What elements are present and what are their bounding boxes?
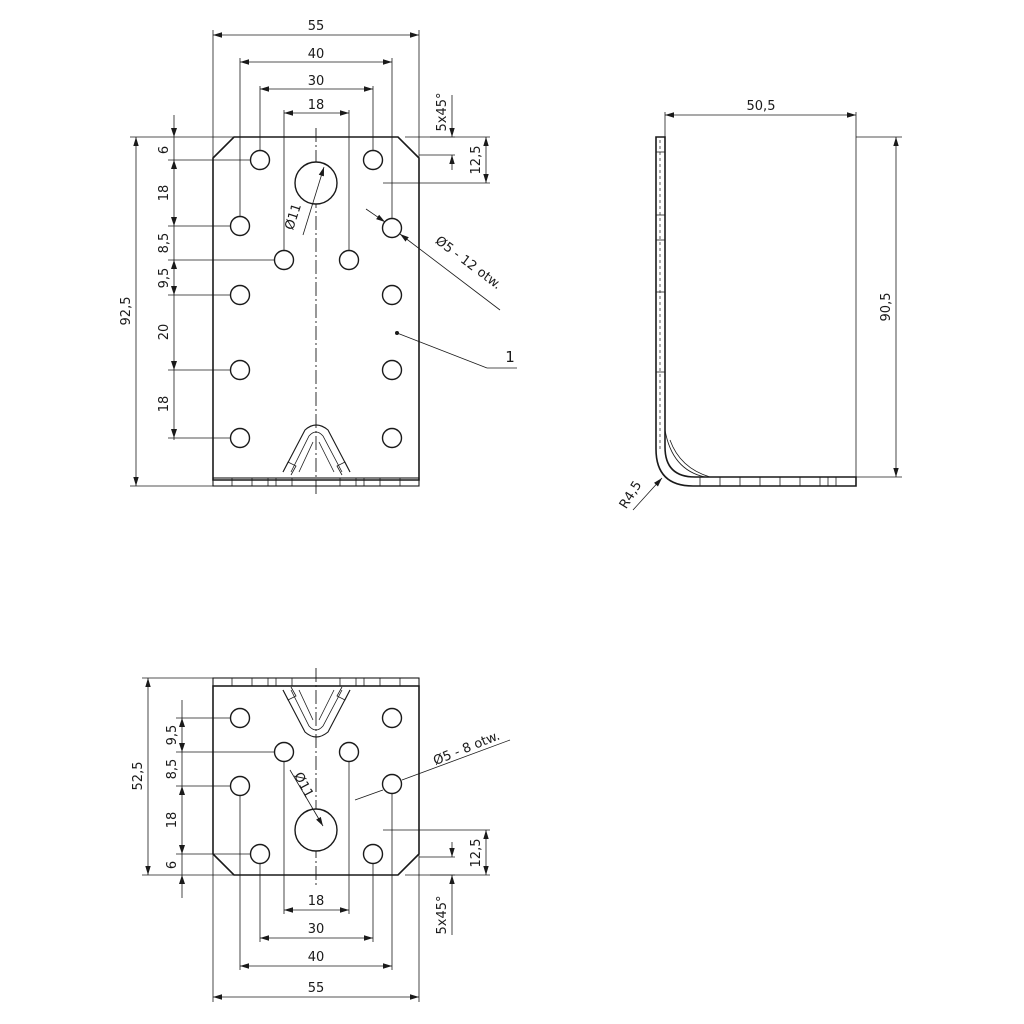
front-dim-holes: Ø5 - 12 otw. — [432, 234, 504, 293]
side-dim-r4-5: R4,5 — [617, 479, 645, 512]
hole — [294, 161, 338, 205]
bottom-dim-w30: 30 — [308, 922, 325, 937]
hole — [249, 843, 271, 865]
hole — [381, 427, 403, 449]
front-flange-ticks — [231, 478, 401, 486]
hole — [381, 217, 403, 239]
front-view: 55 40 30 18 5x45° 12,5 — [119, 19, 517, 494]
front-dim-12-5: 12,5 — [469, 146, 484, 175]
hole — [229, 775, 251, 797]
bottom-gusset-rib — [282, 686, 351, 738]
hole — [338, 249, 360, 271]
bottom-view: 52,5 9,5 8,5 18 6 12,5 5x4 — [131, 668, 511, 1002]
hole — [381, 359, 403, 381]
bottom-dim-8-5: 8,5 — [165, 759, 180, 780]
front-ref-1: 1 — [505, 348, 515, 366]
bottom-flange-ticks — [231, 678, 401, 686]
front-dim-8-5: 8,5 — [157, 233, 172, 254]
hole — [229, 215, 251, 237]
front-width-dims: 55 40 30 18 — [212, 19, 420, 250]
side-dim-50-5: 50,5 — [747, 99, 776, 114]
front-dim-18: 18 — [308, 98, 325, 113]
bottom-dim-dia11: Ø11 — [290, 770, 316, 801]
bottom-dim-52-5: 52,5 — [131, 762, 146, 791]
front-dim-30: 30 — [308, 74, 325, 89]
hole — [381, 284, 403, 306]
front-dim-40: 40 — [308, 47, 325, 62]
side-view: 50,5 90,5 R4,5 — [617, 99, 902, 512]
bottom-left-dims: 52,5 9,5 8,5 18 6 — [131, 677, 274, 898]
hole — [362, 843, 384, 865]
front-dim-9-5: 9,5 — [157, 268, 172, 289]
bottom-dim-9-5: 9,5 — [165, 725, 180, 746]
bottom-dim-w40: 40 — [308, 950, 325, 965]
bottom-dim-chamfer: 5x45° — [435, 895, 450, 934]
front-dim-6: 6 — [157, 146, 172, 154]
hole — [273, 741, 295, 763]
hole — [381, 773, 403, 795]
front-dim-chamfer: 5x45° — [435, 92, 450, 131]
hole — [273, 249, 295, 271]
bottom-dim-12-5: 12,5 — [469, 839, 484, 868]
front-holes — [229, 149, 403, 449]
bottom-dim-18: 18 — [165, 812, 180, 829]
hole — [338, 741, 360, 763]
front-dia11-leader — [302, 166, 325, 236]
front-gusset-rib — [282, 424, 351, 476]
hole — [229, 284, 251, 306]
bottom-dim-w18: 18 — [308, 894, 325, 909]
front-dim-18b: 18 — [157, 396, 172, 413]
front-dim-20: 20 — [157, 324, 172, 341]
front-dim-92-5: 92,5 — [119, 297, 134, 326]
hole — [229, 707, 251, 729]
hole — [229, 359, 251, 381]
bottom-holes — [229, 707, 403, 865]
bottom-right-dims: 12,5 5x45° — [383, 829, 490, 935]
side-dim-90-5: 90,5 — [879, 293, 894, 322]
front-dim-55: 55 — [308, 19, 325, 34]
hole — [294, 808, 338, 852]
front-dim-dia11: Ø11 — [282, 202, 305, 232]
front-dim-18a: 18 — [157, 185, 172, 202]
front-left-dims: 92,5 6 18 8,5 9,5 20 18 — [119, 115, 274, 487]
bottom-dim-6: 6 — [165, 861, 180, 869]
hole — [362, 149, 384, 171]
hole — [249, 149, 271, 171]
bottom-width-dims: 18 30 40 55 — [212, 762, 420, 1002]
front-right-dims: 5x45° 12,5 — [383, 92, 490, 184]
side-profile-outline — [655, 136, 857, 487]
bottom-dim-w55: 55 — [308, 981, 325, 996]
bottom-dim-holes: Ø5 - 8 otw. — [431, 729, 502, 769]
side-flange-ticks — [699, 477, 837, 486]
hole — [229, 427, 251, 449]
hole — [381, 707, 403, 729]
